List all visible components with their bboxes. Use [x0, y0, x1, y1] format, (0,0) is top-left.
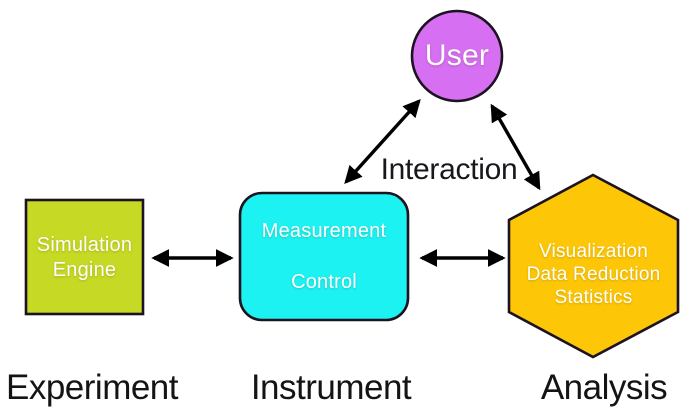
control-label-line2: Control — [291, 270, 357, 293]
user-node-circle — [410, 9, 504, 103]
analysis-label-line2: Data Reduction — [526, 264, 661, 285]
analysis-label-line3: Statistics — [554, 287, 633, 308]
interaction-edge-label: Interaction — [380, 153, 518, 186]
analysis-label-line1: Visualization — [539, 241, 648, 262]
arrow-user-analysis — [490, 103, 541, 191]
analysis-node-label: Visualization Data Reduction Statistics — [509, 240, 678, 309]
caption-analysis: Analysis — [540, 368, 668, 407]
engine-label-line1: Simulation — [36, 234, 133, 256]
arrow-control-user — [344, 99, 421, 184]
engine-label-line2: Engine — [52, 259, 117, 281]
control-label-line1: Measurement — [261, 219, 387, 242]
caption-instrument: Instrument — [250, 368, 412, 407]
simulation-engine-node-box — [24, 198, 145, 316]
measurement-control-node-box — [238, 191, 410, 322]
caption-experiment: Experiment — [5, 368, 179, 407]
user-node-label: User — [424, 39, 490, 72]
simulation-engine-node-label: Simulation Engine — [26, 233, 143, 283]
measurement-control-node-label: Measurement Control — [240, 193, 408, 320]
analysis-node-hexagon — [507, 173, 680, 359]
